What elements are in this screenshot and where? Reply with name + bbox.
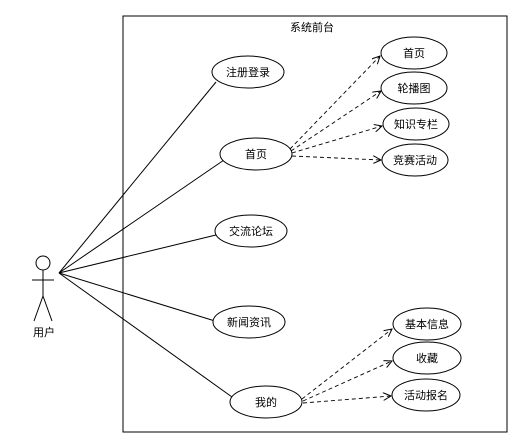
usecase-knowledge-column: 知识专栏 — [382, 107, 450, 141]
usecase-carousel: 轮播图 — [380, 71, 448, 105]
usecase-carousel-label: 轮播图 — [398, 81, 431, 95]
usecase-home-label: 首页 — [245, 147, 267, 161]
dependency-favorites — [302, 361, 392, 402]
usecase-favorites-label: 收藏 — [416, 351, 438, 365]
actor-right-leg — [42, 295, 53, 322]
usecase-favorites: 收藏 — [392, 341, 462, 375]
usecase-activity-signup-label: 活动报名 — [404, 388, 448, 402]
usecase-activity-signup: 活动报名 — [391, 378, 461, 412]
usecase-forum: 交流论坛 — [214, 214, 288, 248]
association-forum — [58, 234, 217, 274]
actor-head — [35, 255, 51, 271]
system-title: 系统前台 — [290, 20, 334, 34]
actor-label: 用户 — [33, 325, 55, 339]
usecase-competition: 竞赛活动 — [381, 143, 449, 177]
usecase-mine: 我的 — [229, 385, 303, 419]
usecase-register-login-label: 注册登录 — [226, 65, 270, 79]
usecase-news-label: 新闻资讯 — [227, 315, 271, 329]
usecase-knowledge-column-label: 知识专栏 — [394, 117, 438, 131]
usecase-forum-label: 交流论坛 — [229, 224, 273, 238]
dependency-carousel — [290, 91, 381, 152]
actor-left-leg — [33, 295, 44, 322]
dependency-competition — [291, 155, 381, 160]
usecase-competition-label: 竞赛活动 — [393, 153, 437, 167]
association-register-login — [58, 81, 217, 274]
system-boundary — [122, 15, 508, 433]
usecase-home: 首页 — [219, 137, 293, 171]
usecase-home-page-label: 首页 — [403, 46, 425, 60]
usecase-home-page: 首页 — [380, 36, 448, 70]
usecase-basic-info-label: 基本信息 — [405, 317, 449, 331]
dependency-activity-signup — [302, 396, 391, 404]
association-mine — [58, 272, 233, 398]
usecase-basic-info: 基本信息 — [392, 307, 462, 341]
actor-user: 用户 — [32, 255, 55, 339]
usecase-news: 新闻资讯 — [212, 305, 286, 339]
association-news — [58, 272, 216, 322]
dependency-knowledge-column — [291, 126, 382, 154]
dependency-home-page — [289, 56, 380, 150]
dependency-basic-info — [301, 329, 392, 400]
usecase-register-login: 注册登录 — [211, 55, 285, 89]
association-home — [58, 159, 225, 274]
usecase-mine-label: 我的 — [255, 395, 277, 409]
